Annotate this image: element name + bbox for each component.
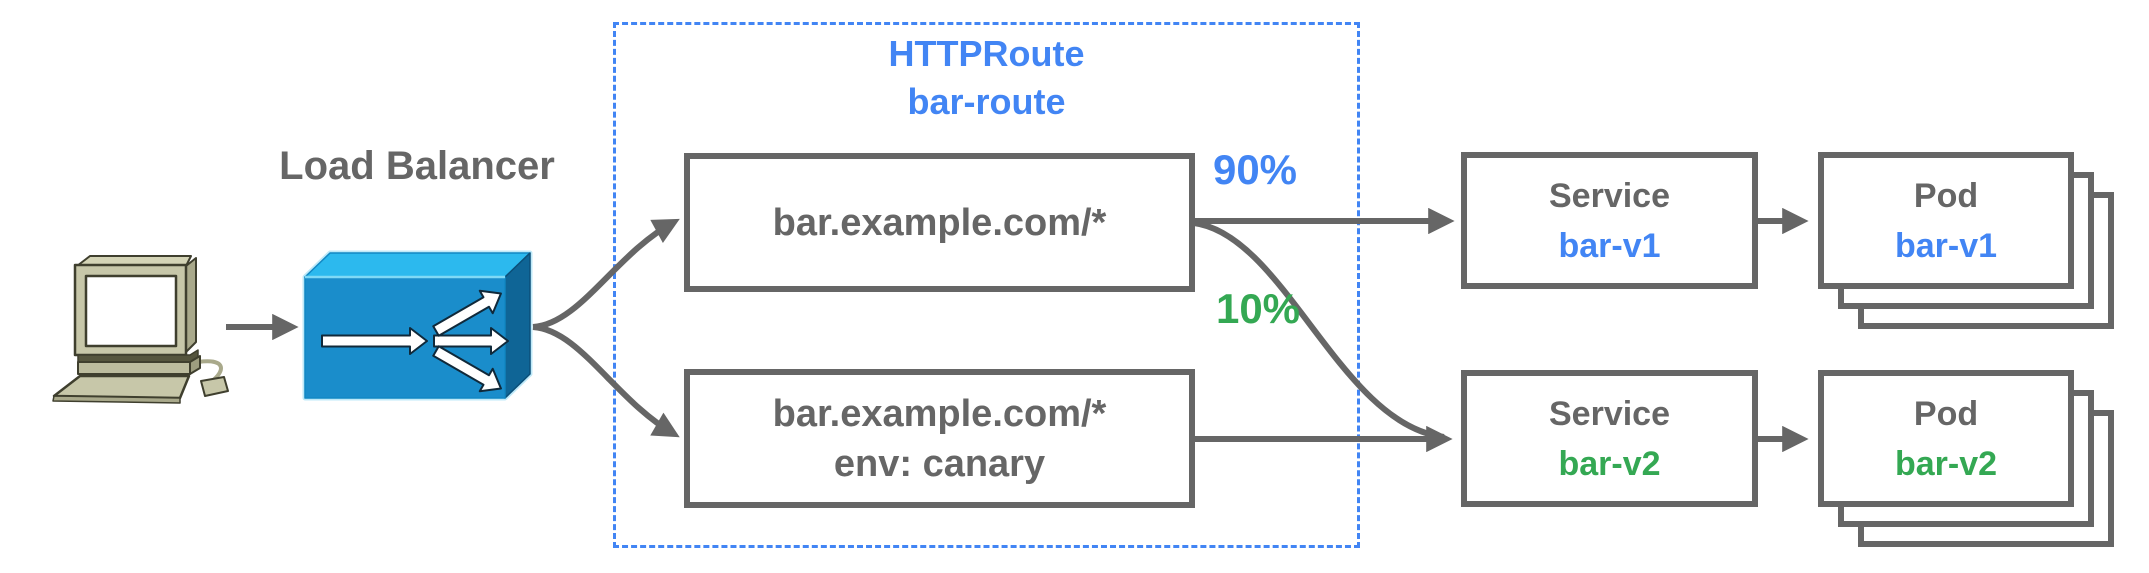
pod-v2-name: bar-v2: [1894, 444, 1998, 483]
httproute-title: HTTPRoute bar-route: [613, 30, 1360, 126]
httproute-title-name: bar-route: [907, 81, 1066, 122]
service-v2-name: bar-v2: [1558, 444, 1661, 483]
connector-arrows: [226, 207, 1809, 453]
arrow-lb-to-rule2: [532, 324, 680, 438]
base-front: [77, 361, 191, 375]
httproute-title-kind: HTTPRoute: [888, 33, 1085, 74]
lb-top-face: [304, 252, 531, 278]
pod-v2-kind: Pod: [1913, 394, 1979, 433]
service-bar-v1-box: Service bar-v1: [1461, 152, 1758, 289]
monitor-screen: [84, 274, 178, 348]
keyboard: [52, 374, 191, 400]
lb-arrow-in: [321, 327, 428, 355]
lb-arrow-out-down: [432, 345, 502, 393]
curve-rule1-to-service-v2: [1193, 220, 1445, 440]
lb-arrow-out-mid: [433, 327, 509, 355]
service-v1-name: bar-v1: [1558, 226, 1661, 265]
monitor-side-face: [185, 257, 197, 353]
load-balancer-label: Load Balancer: [279, 144, 555, 188]
load-balancer-icon: [302, 250, 533, 401]
service-v2-kind: Service: [1549, 394, 1670, 433]
keyboard-edge: [52, 395, 181, 404]
lb-arrow-out-up: [432, 289, 502, 337]
arrow-lb-to-rule1: [532, 218, 680, 330]
weight-label-10: 10%: [1215, 285, 1301, 332]
pod-v1-kind: Pod: [1913, 176, 1979, 215]
pod-v1-name: bar-v1: [1894, 226, 1998, 265]
service-bar-v2-box: Service bar-v2: [1461, 370, 1758, 507]
client-computer-icon: [52, 255, 229, 404]
lb-side-face: [504, 252, 531, 399]
lb-split-arrows: [321, 289, 509, 393]
pod-bar-v2-box: Pod bar-v2: [1818, 370, 2074, 507]
route-rule-1-match: bar.example.com/*: [772, 201, 1107, 244]
service-v1-kind: Service: [1549, 176, 1670, 215]
httproute-dashed-group: [613, 22, 1360, 548]
mouse: [200, 376, 229, 397]
route-rule-2-match: bar.example.com/*: [772, 392, 1107, 435]
route-rule-box-2: bar.example.com/* env: canary: [684, 369, 1195, 508]
route-rule-2-header-match: env: canary: [833, 442, 1046, 485]
route-rule-box-1: bar.example.com/*: [684, 153, 1195, 292]
pod-bar-v1-box: Pod bar-v1: [1818, 152, 2074, 289]
weight-label-90: 90%: [1212, 146, 1298, 193]
